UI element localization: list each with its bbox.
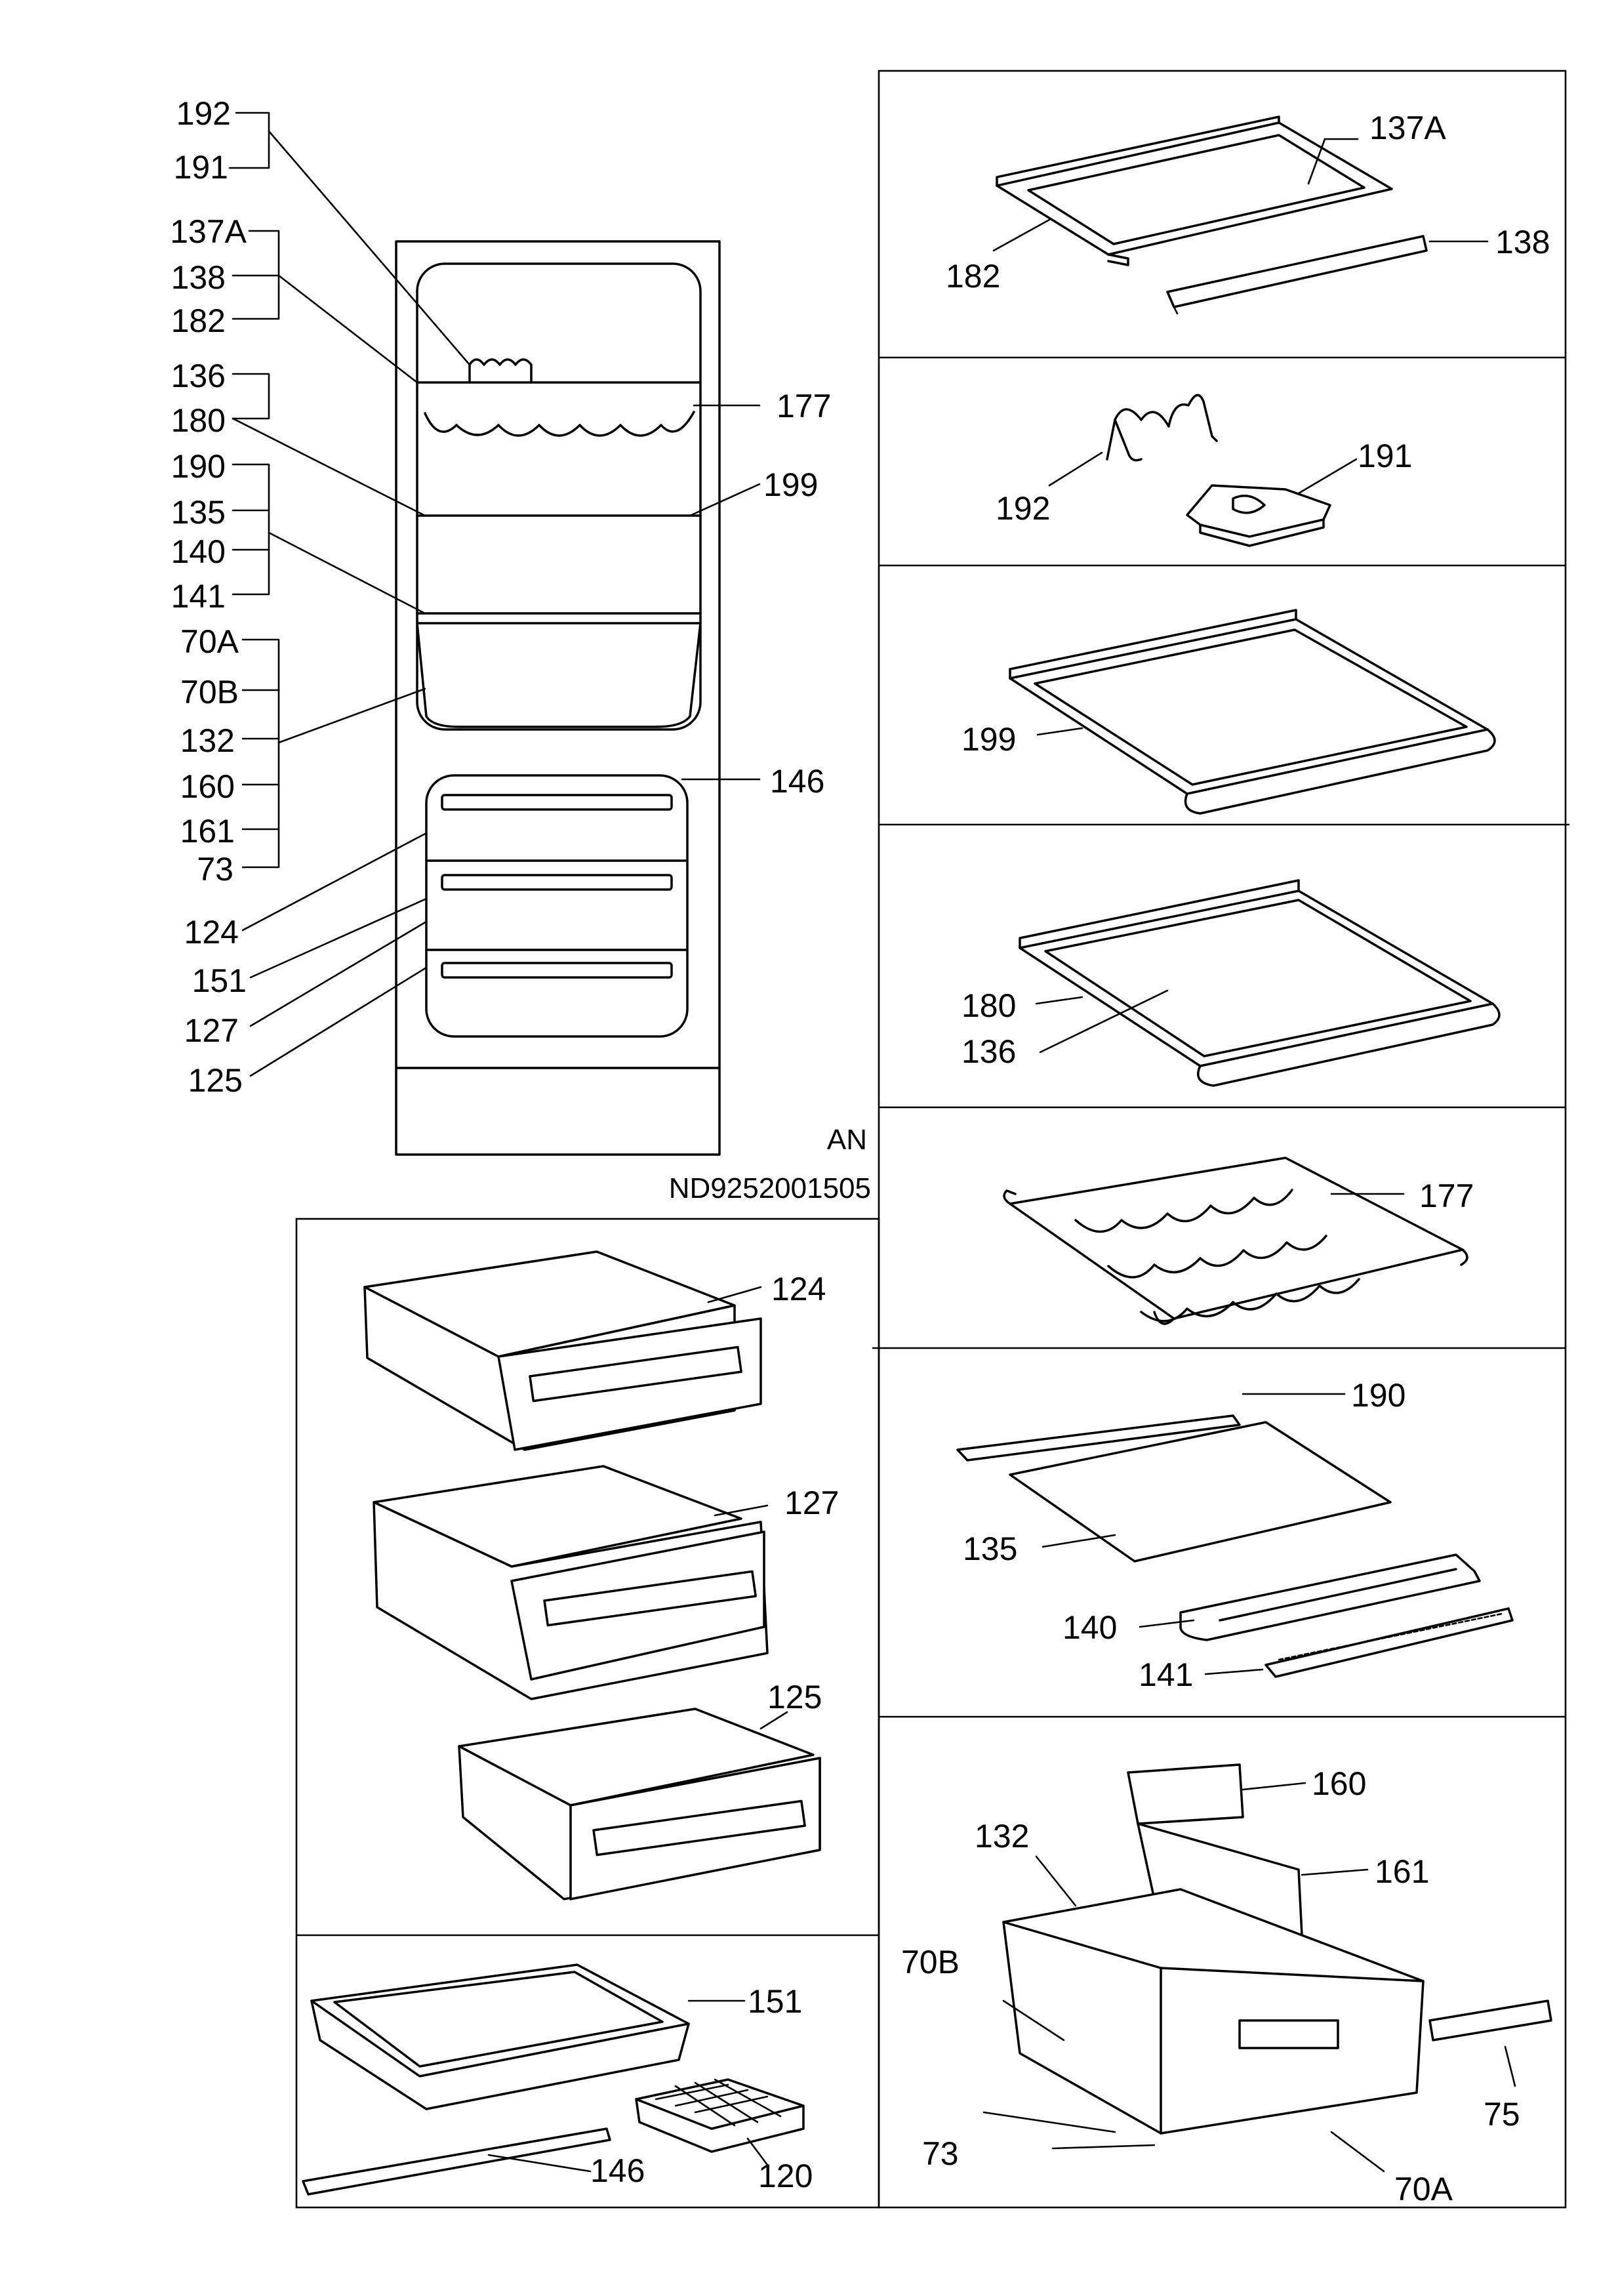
part-label-135: 135 [963, 1530, 1017, 1567]
panel-shelf-199: 199 [961, 609, 1496, 815]
callout-199: 199 [763, 466, 818, 503]
callout-70B: 70B [180, 674, 239, 710]
model-number: ND9252001505 [669, 1172, 871, 1204]
callout-140: 140 [171, 533, 226, 570]
callout-161: 161 [180, 813, 235, 850]
callout-190: 190 [171, 448, 226, 485]
part-label-141: 141 [1139, 1656, 1193, 1693]
callout-192: 192 [176, 95, 231, 132]
callout-177: 177 [777, 388, 831, 424]
part-label-124: 124 [771, 1271, 826, 1307]
part-label-151: 151 [748, 1983, 802, 2020]
callout-124: 124 [184, 914, 239, 951]
part-label-138: 138 [1495, 224, 1550, 260]
part-label-140: 140 [1062, 1609, 1117, 1646]
part-label-161: 161 [1375, 1853, 1429, 1890]
part-label-192: 192 [996, 490, 1050, 527]
callout-132: 132 [180, 722, 235, 759]
fridge-overview [395, 240, 721, 1156]
callout-127: 127 [184, 1012, 239, 1049]
callout-160: 160 [180, 768, 235, 805]
panel-drawers: 124 127 125 [363, 1250, 839, 1900]
part-label-160: 160 [1312, 1765, 1366, 1802]
part-label-146: 146 [590, 2152, 645, 2189]
part-label-132: 132 [975, 1818, 1029, 1855]
part-label-73: 73 [922, 2135, 959, 2172]
callout-191: 191 [174, 149, 228, 186]
callout-135: 135 [171, 494, 226, 531]
part-label-127: 127 [784, 1485, 839, 1521]
part-label-177: 177 [1419, 1178, 1474, 1214]
callout-73: 73 [197, 851, 233, 888]
part-label-137A: 137A [1369, 110, 1446, 146]
panel-wine-rack-177: 177 [1003, 1157, 1474, 1325]
panel-glass-190-135-140-141: 190 135 140 141 [956, 1377, 1514, 1693]
overview-leaders [228, 112, 761, 1077]
part-label-70B: 70B [901, 1944, 960, 1980]
callout-182: 182 [171, 302, 226, 339]
callout-125: 125 [188, 1062, 243, 1099]
callout-137A: 137A [170, 213, 247, 250]
part-label-191: 191 [1358, 438, 1412, 474]
panel-frames [295, 70, 1569, 2209]
part-label-199: 199 [961, 721, 1016, 758]
callout-136: 136 [171, 358, 226, 394]
model-code: AN ND9252001505 [669, 1124, 871, 1204]
part-label-125: 125 [767, 1679, 822, 1715]
part-label-180: 180 [961, 987, 1016, 1024]
callout-138: 138 [171, 259, 226, 296]
part-label-190: 190 [1351, 1377, 1406, 1414]
part-label-70A: 70A [1394, 2171, 1453, 2207]
callout-70A: 70A [180, 623, 239, 660]
panel-tray-bar-ice: 151 146 120 [302, 1963, 813, 2196]
callout-141: 141 [171, 578, 226, 615]
overview-callout-labels: 192 191 137A 138 182 136 180 190 135 140… [170, 95, 831, 1099]
panel-clip-192-191: 192 191 [996, 394, 1412, 547]
callout-146: 146 [770, 763, 824, 800]
part-label-182: 182 [946, 258, 1000, 295]
panel-dairy-box-132: 132 160 161 70B 73 75 70A [901, 1763, 1552, 2207]
callout-180: 180 [171, 402, 226, 439]
part-label-120: 120 [758, 2158, 813, 2194]
model-variant: AN [827, 1124, 867, 1156]
part-label-136: 136 [961, 1033, 1016, 1070]
panel-shelf-137A: 137A 182 138 [946, 110, 1550, 315]
callout-151: 151 [192, 962, 247, 999]
panel-shelf-180-136: 180 136 [961, 879, 1501, 1087]
part-label-75: 75 [1484, 2096, 1520, 2133]
